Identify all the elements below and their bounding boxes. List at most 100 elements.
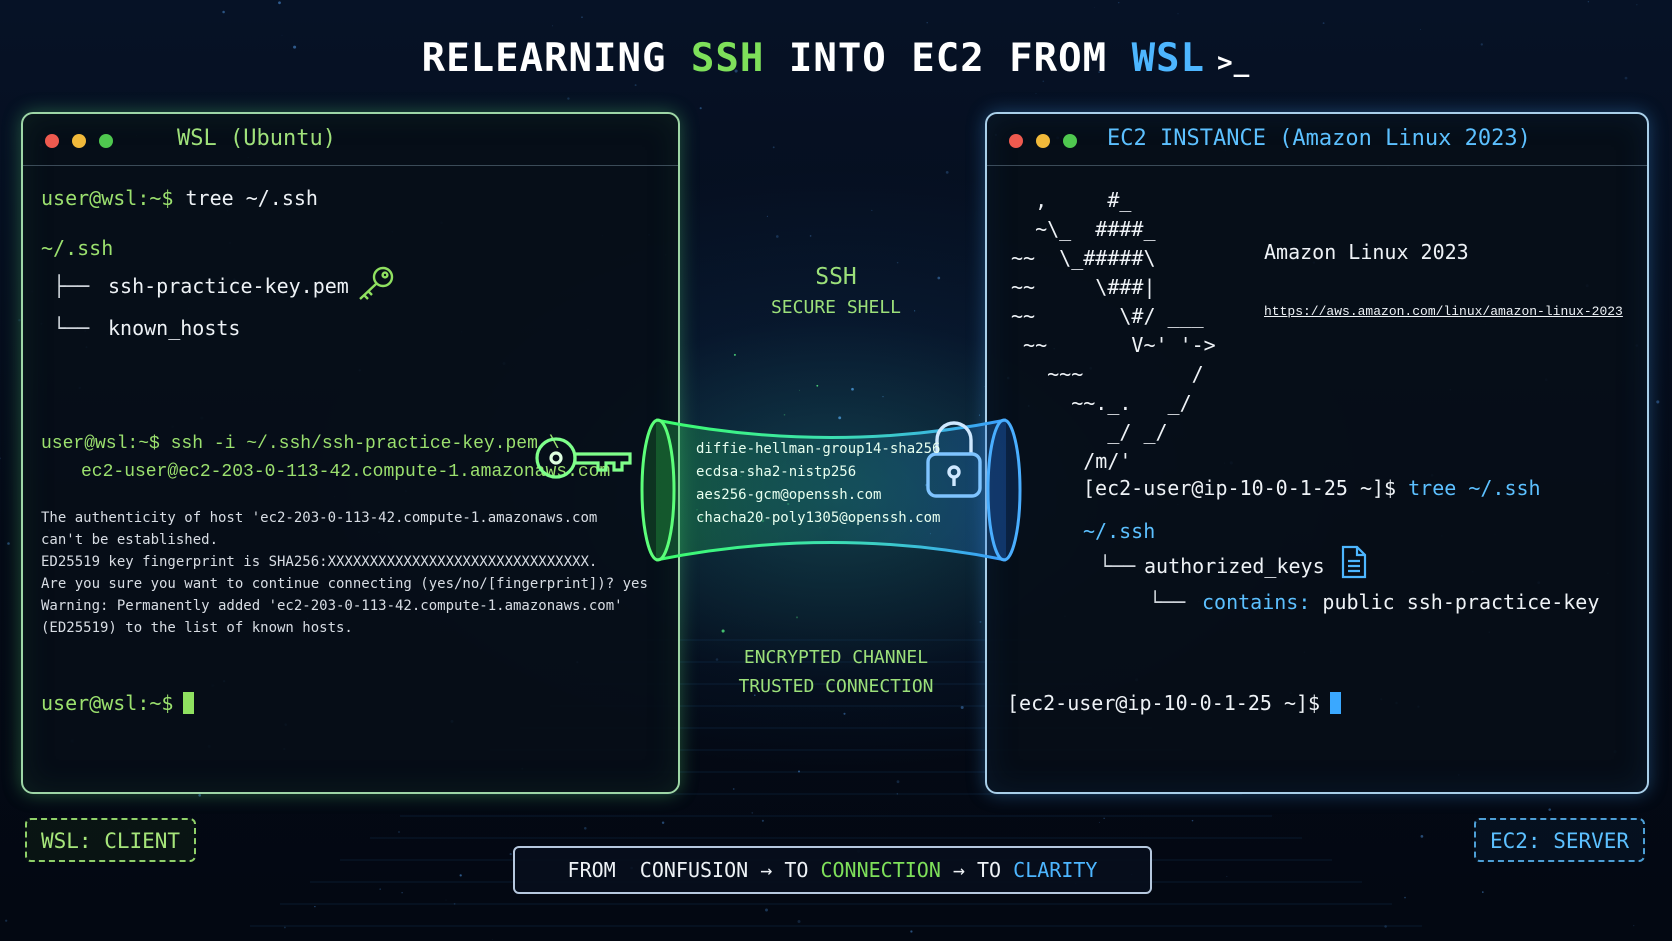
star-particle xyxy=(459,874,462,877)
ec2-terminal-window[interactable]: EC2 INSTANCE (Amazon Linux 2023) , #_ ~\… xyxy=(985,112,1649,794)
page-title: RELEARNING SSH INTO EC2 FROM WSL>_ xyxy=(0,36,1672,81)
star-particle xyxy=(794,681,797,683)
star-particle xyxy=(896,261,899,264)
star-particle xyxy=(1633,924,1635,927)
wsl-prompt: user@wsl:~$ xyxy=(41,186,174,210)
star-particle xyxy=(401,892,403,894)
tree-branch-last: └── xyxy=(53,316,90,340)
star-particle xyxy=(398,831,400,833)
star-particle xyxy=(1636,4,1638,6)
star-particle xyxy=(1420,835,1424,838)
star-particle xyxy=(945,171,949,174)
key-icon xyxy=(535,437,632,479)
encrypted-tunnel xyxy=(640,418,1022,562)
bottom-banner: FROM CONFUSION → TO CONNECTION → TO CLAR… xyxy=(513,846,1152,894)
star-particle xyxy=(914,310,916,312)
star-particle xyxy=(509,853,512,856)
ec2-prompt: [ec2-user@ip-10-0-1-25 ~]$ xyxy=(1007,691,1321,715)
star-particle xyxy=(830,659,834,663)
star-particle xyxy=(1042,80,1045,83)
star-particle xyxy=(715,658,719,661)
title-prompt-symbol: >_ xyxy=(1217,48,1251,78)
ec2-command-line: [ec2-user@ip-10-0-1-25 ~]$ tree ~/.ssh xyxy=(1083,476,1541,500)
star-particle xyxy=(1624,76,1628,80)
key-icon xyxy=(359,266,394,300)
minimize-button[interactable] xyxy=(72,134,86,148)
banner-to: TO xyxy=(784,858,809,882)
algorithm-kex: diffie-hellman-group14-sha256 xyxy=(696,441,941,457)
minimize-button[interactable] xyxy=(1036,134,1050,148)
star-particle xyxy=(816,384,819,387)
star-particle xyxy=(1420,28,1422,30)
star-particle xyxy=(222,10,225,14)
star-particle xyxy=(783,414,786,416)
wsl-ssh-dir: ~/.ssh xyxy=(41,236,114,260)
title-part1: RELEARNING xyxy=(421,36,691,81)
star-particle xyxy=(761,819,764,822)
star-particle xyxy=(910,930,913,933)
ssh-output-line: ED25519 key fingerprint is SHA256:XXXXXX… xyxy=(41,554,598,570)
maximize-button[interactable] xyxy=(99,134,113,148)
star-particle xyxy=(718,62,720,64)
close-button[interactable] xyxy=(45,134,59,148)
maximize-button[interactable] xyxy=(1063,134,1077,148)
banner-to: TO xyxy=(977,858,1002,882)
star-particle xyxy=(1035,93,1037,95)
os-url-link[interactable]: https://aws.amazon.com/linux/amazon-linu… xyxy=(1264,304,1623,319)
wsl-final-prompt[interactable]: user@wsl:~$ xyxy=(41,691,195,715)
star-particle xyxy=(978,414,980,416)
wsl-titlebar[interactable]: WSL (Ubuntu) xyxy=(23,114,678,166)
close-button[interactable] xyxy=(1009,134,1023,148)
ec2-titlebar[interactable]: EC2 INSTANCE (Amazon Linux 2023) xyxy=(987,114,1647,166)
file-ssh-practice-key[interactable]: ssh-practice-key.pem xyxy=(108,274,349,298)
star-particle xyxy=(284,926,286,929)
file-known-hosts[interactable]: known_hosts xyxy=(108,316,241,340)
ssh-command-host: ec2-user@ec2-203-0-113-42.compute-1.amaz… xyxy=(81,462,611,482)
star-particle xyxy=(1226,876,1228,878)
star-particle xyxy=(896,793,898,795)
ssh-output-line: Are you sure you want to continue connec… xyxy=(41,576,648,592)
star-particle xyxy=(838,416,842,420)
star-particle xyxy=(733,353,736,356)
title-part2: INTO EC2 FROM xyxy=(764,36,1132,81)
star-particle xyxy=(5,919,8,922)
star-particle xyxy=(734,69,738,73)
file-authorized-keys[interactable]: authorized_keys xyxy=(1144,554,1325,578)
star-particle xyxy=(314,905,316,908)
star-particle xyxy=(1482,891,1484,893)
terminal-cursor xyxy=(1330,692,1342,714)
star-particle xyxy=(851,387,854,391)
arrow-right-icon: → xyxy=(760,858,773,882)
trusted-connection-label: TRUSTED CONNECTION xyxy=(738,676,934,697)
star-particle xyxy=(0,457,2,460)
banner-confusion: CONFUSION xyxy=(639,858,749,882)
star-particle xyxy=(128,828,130,830)
algorithm-cipher-2: chacha20-poly1305@openssh.com xyxy=(696,510,941,526)
amazon-linux-ascii-logo: , #_ ~\_ ####_ ~~ \_#####\ ~~ \###| ~~ \… xyxy=(1011,188,1216,473)
ec2-ssh-dir: ~/.ssh xyxy=(1083,519,1156,543)
star-particle xyxy=(634,84,637,87)
ec2-final-prompt[interactable]: [ec2-user@ip-10-0-1-25 ~]$ xyxy=(1007,691,1342,715)
star-particle xyxy=(721,629,725,633)
secure-shell-label: SECURE SHELL xyxy=(770,297,902,318)
star-particle xyxy=(699,107,702,110)
star-particle xyxy=(871,209,873,211)
star-particle xyxy=(882,396,884,398)
star-particle xyxy=(766,215,768,217)
client-tag: WSL: CLIENT xyxy=(25,818,197,862)
star-particle xyxy=(1548,808,1551,811)
star-particle xyxy=(1118,2,1120,4)
star-particle xyxy=(1480,43,1483,46)
star-particle xyxy=(1103,817,1105,819)
star-particle xyxy=(732,788,735,790)
wsl-prompt: user@wsl:~$ xyxy=(41,434,160,454)
star-particle xyxy=(751,812,754,814)
wsl-terminal-window[interactable]: WSL (Ubuntu) user@wsl:~$ tree ~/.ssh ~/.… xyxy=(21,112,680,794)
star-particle xyxy=(960,706,964,709)
ssh-label: SSH xyxy=(815,264,857,290)
star-particle xyxy=(466,42,469,46)
star-particle xyxy=(798,389,800,391)
ssh-output-line: The authenticity of host 'ec2-203-0-113-… xyxy=(41,510,598,526)
star-particle xyxy=(797,920,801,923)
star-particle xyxy=(567,97,570,100)
